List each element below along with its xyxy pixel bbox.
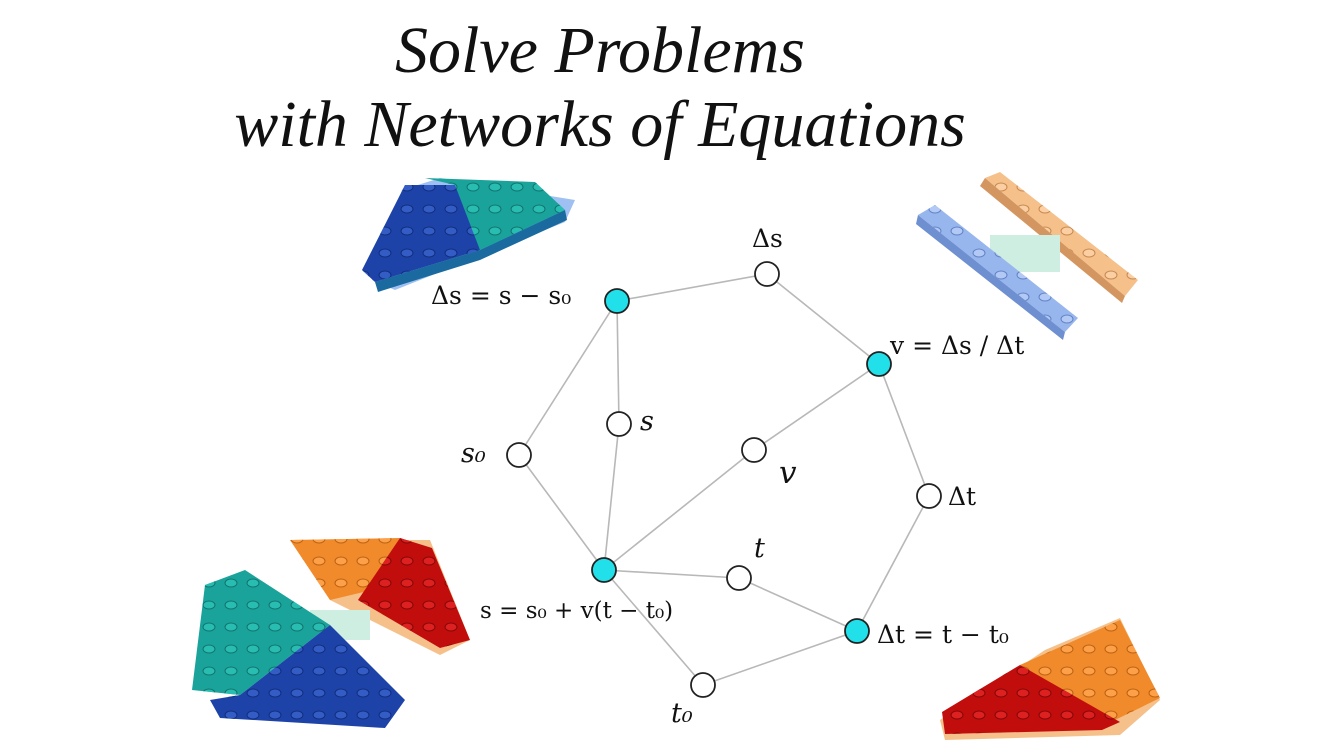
edge-eq_ds-ds	[616, 273, 768, 302]
lego-wedge-pair-bottom-left	[192, 538, 470, 728]
label-ds: Δs	[752, 224, 783, 253]
label-eq-ds: Δs = s − s₀	[431, 281, 571, 310]
edge-eq_v-v	[753, 363, 880, 451]
variable-node-v	[741, 437, 767, 463]
variable-node-s	[606, 411, 632, 437]
edge-eq_ds-s0	[518, 300, 618, 456]
lego-wedge-plate-top-left	[362, 178, 575, 292]
equation-node-eq_ds	[604, 288, 630, 314]
variable-node-t	[726, 565, 752, 591]
lego-plates-top-right	[916, 172, 1138, 340]
variable-node-dt	[916, 483, 942, 509]
label-eq-v: v = Δs / Δt	[889, 331, 1024, 360]
label-s: s	[640, 406, 654, 437]
edge-eq_s-v	[603, 449, 755, 571]
lego-wedge-bottom-right	[940, 618, 1160, 740]
edge-eq_s-s	[603, 423, 620, 571]
equation-node-eq_s	[591, 557, 617, 583]
label-eq-s: s = s₀ + v(t − t₀)	[480, 598, 673, 624]
variable-node-ds	[754, 261, 780, 287]
edge-eq_ds-s	[616, 300, 620, 425]
edge-eq_dt-t	[738, 577, 858, 632]
title-line-1: Solve Problems	[395, 14, 805, 87]
equation-node-eq_v	[866, 351, 892, 377]
label-eq-dt: Δt = t − t₀	[877, 620, 1009, 649]
edge-eq_s-t0	[603, 569, 704, 686]
edge-eq_s-t	[603, 569, 740, 579]
variable-node-t0	[690, 672, 716, 698]
label-t0: t₀	[671, 698, 693, 729]
title-line-2: with Networks of Equations	[234, 88, 966, 161]
edge-eq_dt-dt	[856, 495, 930, 632]
edge-eq_dt-t0	[702, 630, 858, 686]
label-v: v	[779, 455, 797, 491]
label-dt: Δt	[948, 482, 976, 511]
label-s0: s₀	[461, 438, 486, 469]
network-nodes	[506, 261, 942, 698]
variable-node-s0	[506, 442, 532, 468]
label-t: t	[754, 533, 765, 564]
edge-eq_v-dt	[878, 363, 930, 497]
network-edges	[518, 273, 930, 686]
edge-eq_v-ds	[766, 273, 880, 365]
edge-eq_s-s0	[518, 454, 605, 571]
equation-node-eq_dt	[844, 618, 870, 644]
